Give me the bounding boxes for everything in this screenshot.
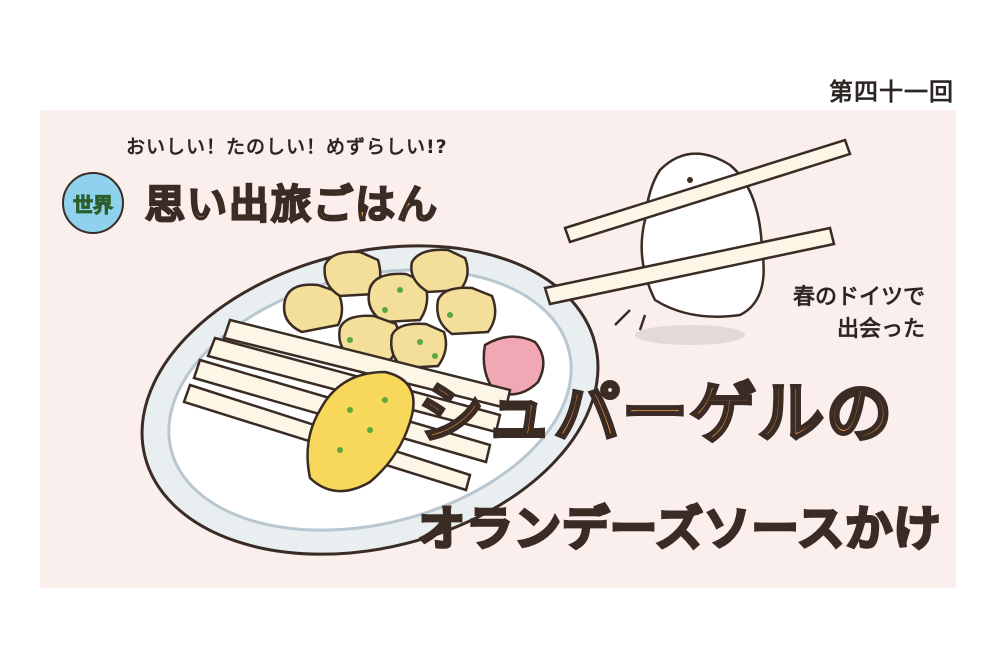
dish-title-line-1: シュパーゲルの	[417, 374, 894, 454]
subtitle-line-1: 春のドイツで	[792, 285, 925, 310]
banner-illustration	[140, 138, 852, 556]
series-title: 思い出旅ごはん	[144, 181, 439, 229]
subtitle: 春のドイツで 出会った	[740, 282, 925, 346]
banner-panel: おいしい！たのしい！めずらしい!? 世界 思い出旅ごはん 春のドイツで 出会った…	[40, 110, 956, 588]
episode-number: 第四十一回	[829, 78, 954, 106]
subtitle-line-2: 出会った	[836, 317, 925, 342]
globe-icon: 世界	[62, 172, 124, 234]
tagline: おいしい！たのしい！めずらしい!?	[126, 136, 448, 158]
globe-label: 世界	[73, 192, 114, 217]
bird-mascot-illustration	[543, 138, 852, 345]
plate-illustration	[140, 244, 600, 556]
dish-title-line-2: オランデーズソースかけ	[416, 501, 942, 559]
